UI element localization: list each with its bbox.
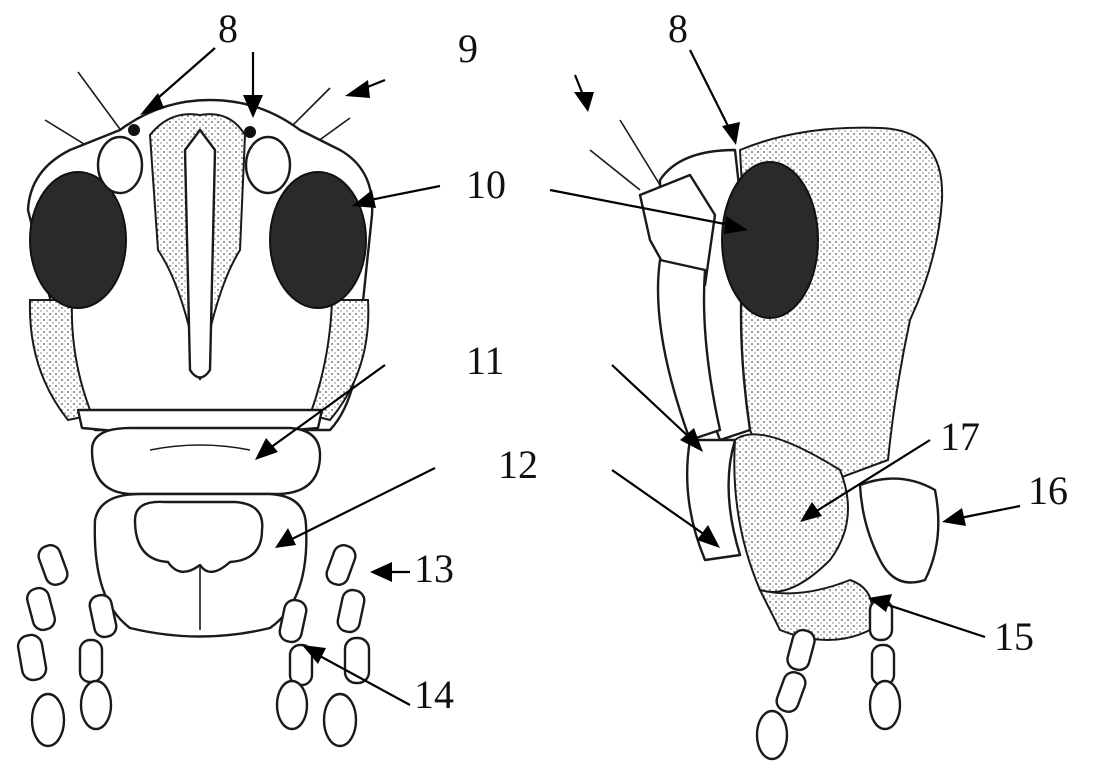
label-11: 11 bbox=[466, 338, 505, 383]
front-left-compound-eye bbox=[30, 172, 126, 308]
arrow-8-right-line bbox=[690, 50, 730, 130]
front-left-palp bbox=[16, 542, 70, 746]
side-antenna-2 bbox=[620, 120, 660, 185]
arrow-9b-head bbox=[574, 92, 594, 112]
side-view-head bbox=[590, 120, 942, 759]
front-right-palp-2 bbox=[277, 598, 312, 729]
front-left-ocellus bbox=[128, 124, 140, 136]
arrow-9-head bbox=[345, 80, 370, 98]
arrow-16-head bbox=[942, 508, 966, 526]
arrow-16-line bbox=[960, 506, 1020, 518]
front-view-head bbox=[16, 72, 372, 746]
label-12: 12 bbox=[498, 442, 538, 487]
front-right-palp bbox=[324, 542, 369, 746]
label-17: 17 bbox=[940, 414, 980, 459]
arrow-8-right-head bbox=[722, 122, 740, 145]
label-10: 10 bbox=[466, 162, 506, 207]
arrow-8-left-line bbox=[150, 48, 215, 105]
label-8-right: 8 bbox=[668, 6, 688, 51]
label-16: 16 bbox=[1028, 468, 1068, 513]
label-9: 9 bbox=[458, 26, 478, 71]
side-palp-2 bbox=[870, 600, 900, 729]
arrow-13-head bbox=[370, 562, 392, 582]
side-antenna-1 bbox=[590, 150, 640, 190]
label-8-left: 8 bbox=[218, 6, 238, 51]
arrow-15-line bbox=[885, 604, 985, 637]
label-14: 14 bbox=[414, 672, 454, 717]
front-left-antennal-socket bbox=[98, 137, 142, 193]
front-right-compound-eye bbox=[270, 172, 366, 308]
label-13: 13 bbox=[414, 546, 454, 591]
front-left-palp-2 bbox=[80, 593, 118, 729]
side-compound-eye bbox=[722, 162, 818, 318]
label-15: 15 bbox=[994, 614, 1034, 659]
front-right-antennal-socket bbox=[246, 137, 290, 193]
side-palp-1 bbox=[757, 628, 817, 759]
side-galea bbox=[860, 479, 938, 583]
arrow-10-left-line bbox=[370, 186, 440, 200]
front-frontal-costa bbox=[185, 130, 215, 378]
